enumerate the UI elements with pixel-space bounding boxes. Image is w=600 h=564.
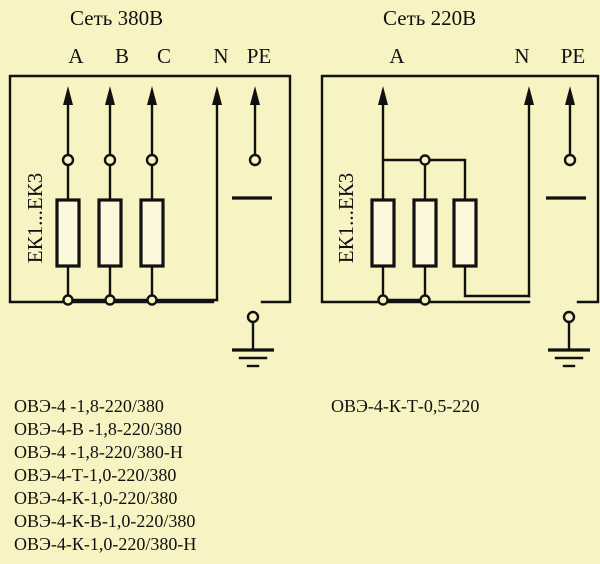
star-node-1 xyxy=(62,294,74,306)
arrow-pe-220 xyxy=(565,86,575,105)
bus-node-2 xyxy=(419,294,431,306)
phase-label-pe: PE xyxy=(247,44,272,68)
model-380v-1: ОВЭ-4 -1,8-220/380 xyxy=(14,396,164,416)
heater-ek2 xyxy=(97,198,123,268)
element-label-380v: ЕК1...ЕК3 xyxy=(23,173,47,263)
bus-node-1 xyxy=(377,294,389,306)
ground-icon-220 xyxy=(548,348,590,368)
model-380v-6: ОВЭ-4-К-В-1,0-220/380 xyxy=(14,511,195,531)
title-380v: Сеть 380В xyxy=(70,6,163,30)
model-380v-2: ОВЭ-4-В -1,8-220/380 xyxy=(14,419,182,439)
terminal-pe-upper xyxy=(248,153,262,167)
arrow-phase-c xyxy=(147,86,157,105)
arrow-neutral-220 xyxy=(524,86,534,105)
star-node-2 xyxy=(104,294,116,306)
heater-ek3-220 xyxy=(452,198,478,268)
terminal-phase-c xyxy=(145,153,159,167)
enclosure-frame-380v xyxy=(8,74,292,304)
star-node-3 xyxy=(146,294,158,306)
heater-ek1-220 xyxy=(370,198,396,268)
terminal-pe-lower-220 xyxy=(562,310,576,324)
terminal-phase-a xyxy=(61,153,75,167)
arrow-phase-a-220 xyxy=(378,86,388,105)
model-380v-5: ОВЭ-4-К-1,0-220/380 xyxy=(14,488,177,508)
phase-label-b: B xyxy=(115,44,129,68)
phase-label-n-220: N xyxy=(514,44,529,68)
ground-icon xyxy=(232,348,274,368)
terminal-phase-b xyxy=(103,153,117,167)
arrow-phase-a xyxy=(63,86,73,105)
parallel-bridge-top xyxy=(381,158,467,202)
phase-label-c: C xyxy=(157,44,171,68)
phase-label-a-220: A xyxy=(389,44,405,68)
parallel-bus-bottom xyxy=(381,264,531,302)
phase-label-pe-220: PE xyxy=(561,44,586,68)
title-220v: Сеть 220В xyxy=(383,6,476,30)
model-380v-3: ОВЭ-4 -1,8-220/380-Н xyxy=(14,442,183,462)
element-label-220v: ЕК1...ЕК3 xyxy=(334,173,358,263)
arrow-phase-b xyxy=(105,86,115,105)
terminal-pe-upper-220 xyxy=(563,153,577,167)
scheme-220v: Сеть 220В A N PE ЕК1...ЕК3 xyxy=(320,6,600,416)
heater-ek1 xyxy=(55,198,81,268)
terminal-pe-lower xyxy=(246,310,260,324)
phase-label-n: N xyxy=(213,44,228,68)
enclosure-frame-220v xyxy=(320,74,600,304)
model-380v-7: ОВЭ-4-К-1,0-220/380-Н xyxy=(14,534,196,554)
arrow-neutral xyxy=(212,86,222,105)
heater-ek3 xyxy=(139,198,165,268)
heater-ek2-220 xyxy=(412,198,438,268)
model-220v-1: ОВЭ-4-К-Т-0,5-220 xyxy=(331,396,479,416)
scheme-380v: Сеть 380В A B C N PE ЕК1...ЕК3 xyxy=(8,6,292,554)
bridge-node-1 xyxy=(419,154,431,166)
model-380v-4: ОВЭ-4-Т-1,0-220/380 xyxy=(14,465,176,485)
model-list-380v: ОВЭ-4 -1,8-220/380 ОВЭ-4-В -1,8-220/380 … xyxy=(14,396,196,554)
arrow-pe xyxy=(250,86,260,105)
phase-label-a: A xyxy=(68,44,84,68)
